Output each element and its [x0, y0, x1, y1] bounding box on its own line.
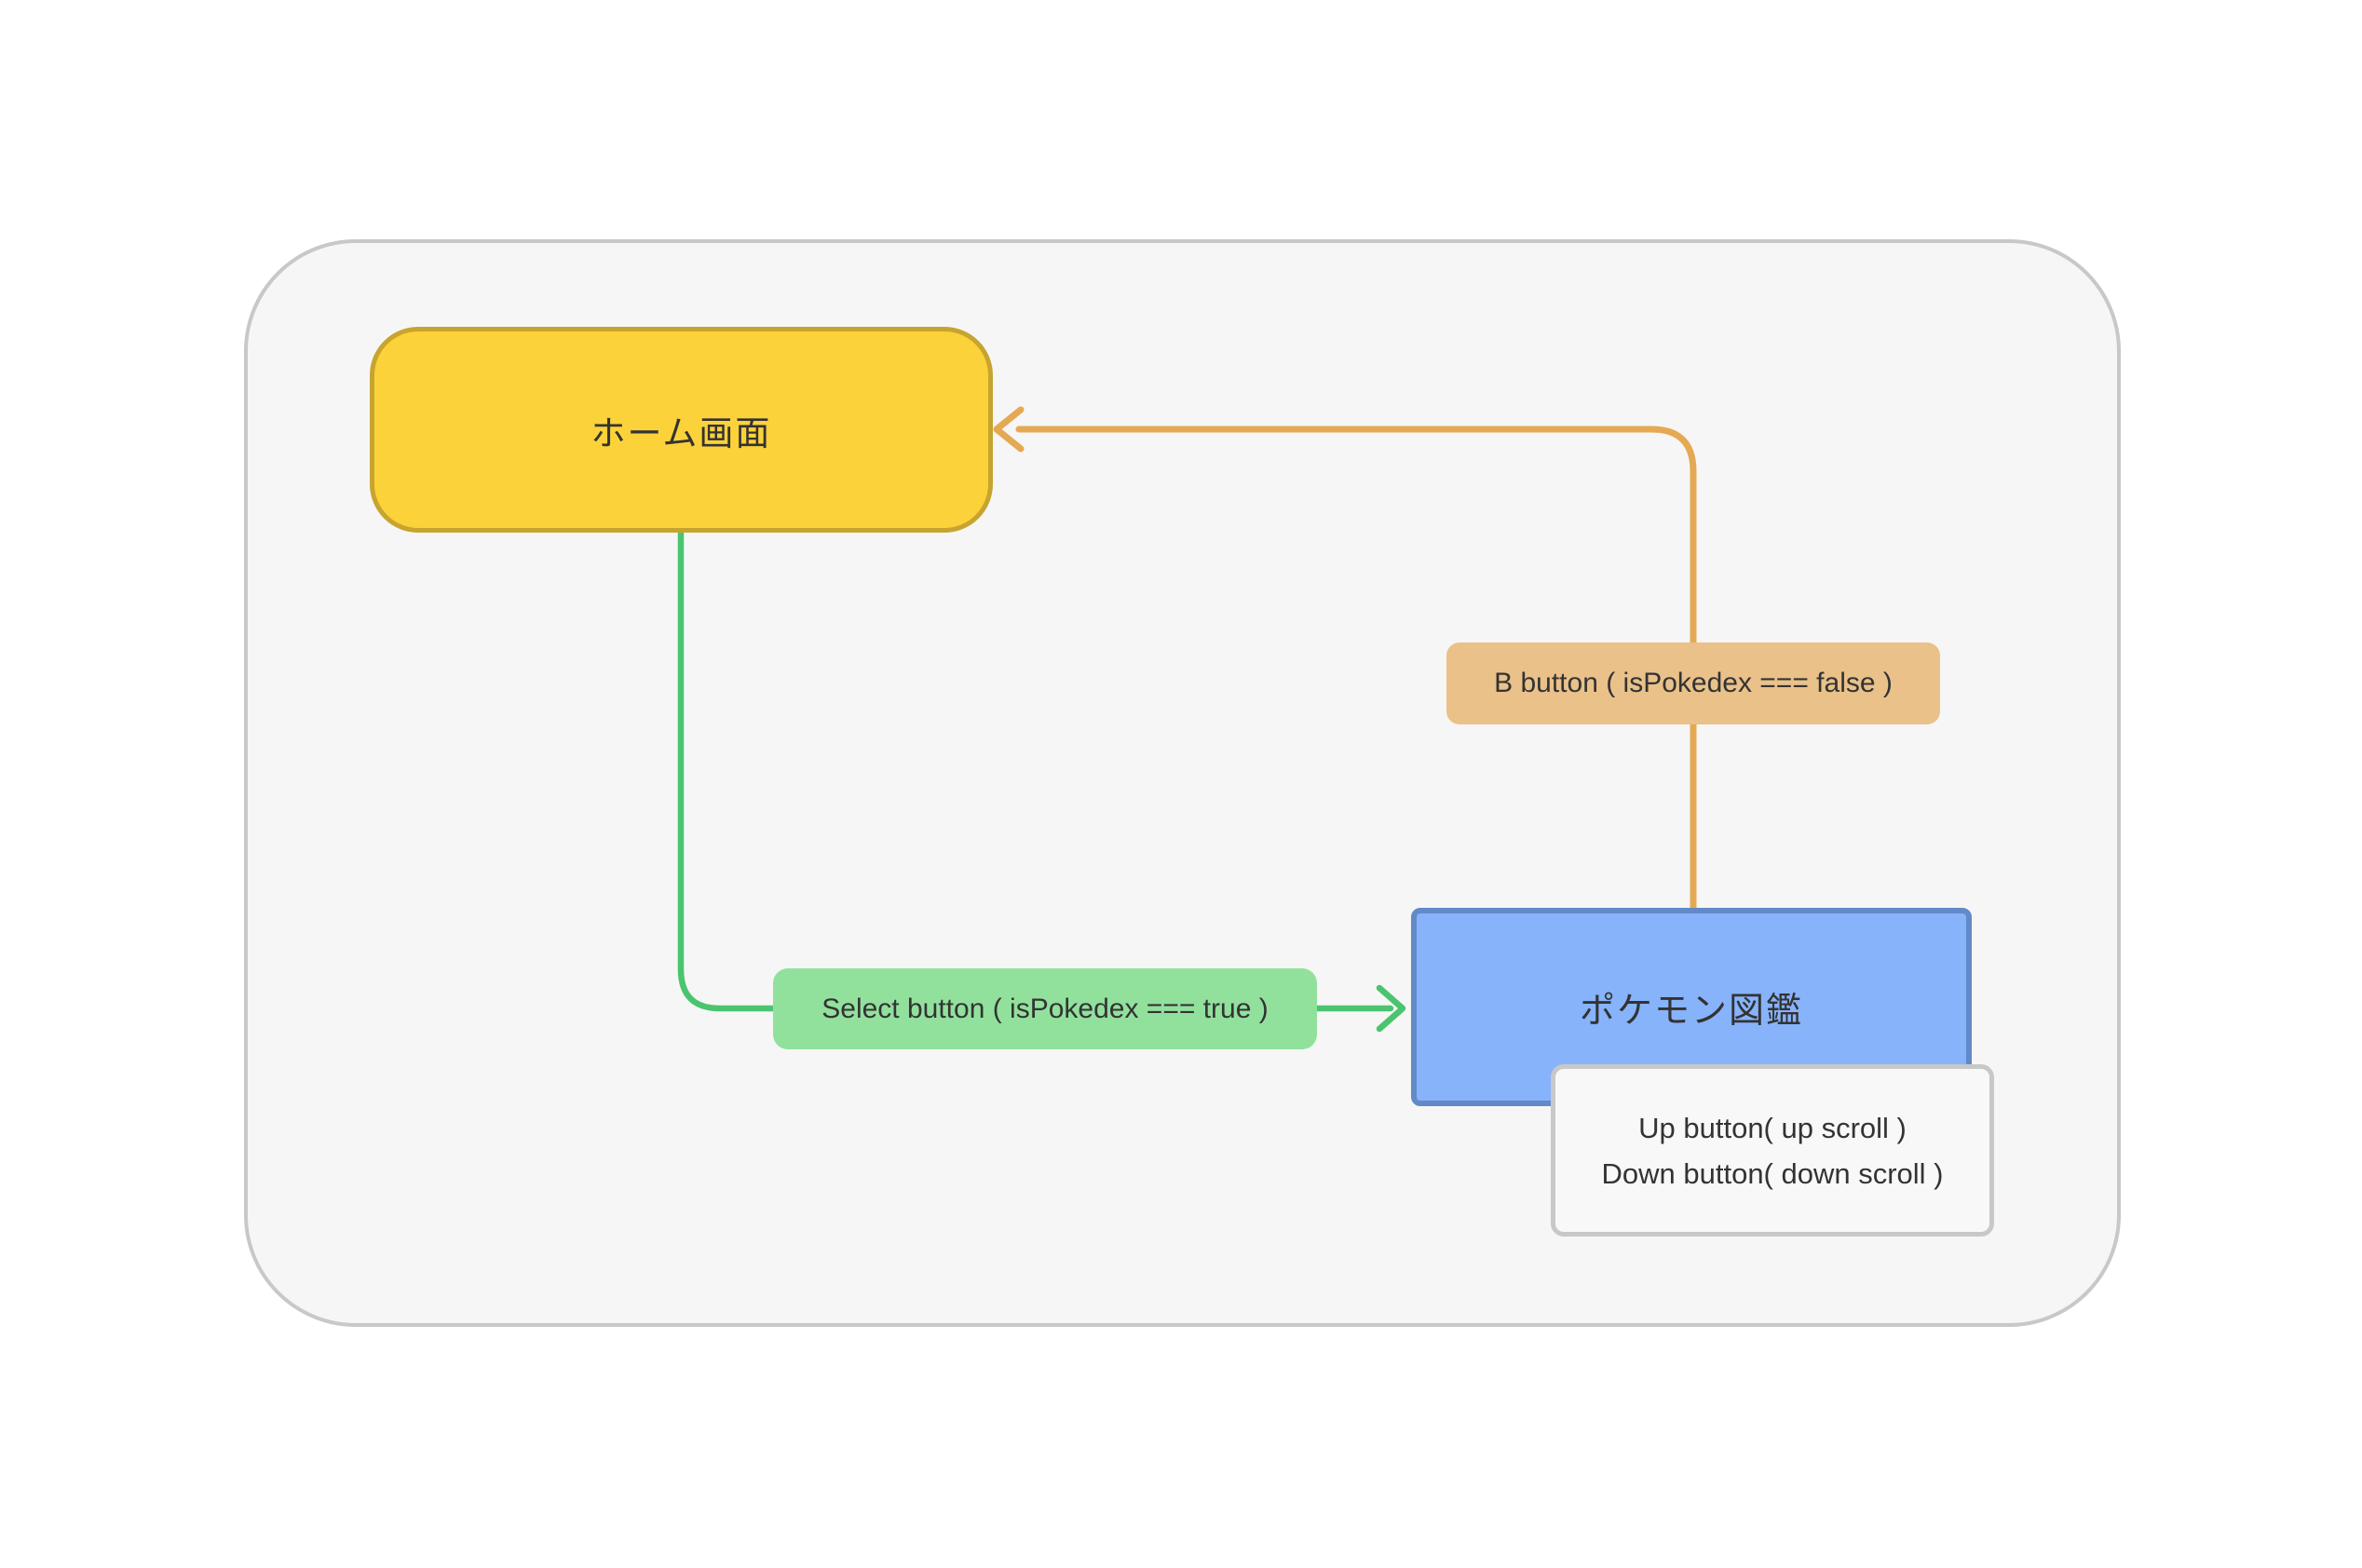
- arrowhead-right-icon: [1376, 984, 1406, 1033]
- edge-select-line: [677, 530, 1394, 1012]
- edge-label-select-text: Select button ( isPokedex === true ): [821, 993, 1269, 1024]
- note-line-up: Up button( up scroll ): [1638, 1111, 1907, 1144]
- note-line-down: Down button( down scroll ): [1601, 1156, 1944, 1190]
- node-pokedex-label: ポケモン図鑑: [1579, 992, 1803, 1031]
- node-home-screen-label: ホーム画面: [590, 413, 772, 453]
- arrowhead-left-icon: [993, 406, 1025, 453]
- note-scroll-buttons[interactable]: Up button( up scroll ) Down button( down…: [1551, 1064, 1994, 1237]
- node-home-screen[interactable]: ホーム画面: [370, 327, 993, 533]
- edge-label-b-button[interactable]: B button ( isPokedex === false ): [1446, 642, 1940, 724]
- edge-select-button[interactable]: [677, 530, 1406, 1033]
- edge-label-select-button[interactable]: Select button ( isPokedex === true ): [773, 968, 1317, 1049]
- edge-b-button[interactable]: [993, 406, 1697, 912]
- edge-b-line: [1015, 426, 1697, 912]
- edge-label-b-text: B button ( isPokedex === false ): [1494, 668, 1893, 698]
